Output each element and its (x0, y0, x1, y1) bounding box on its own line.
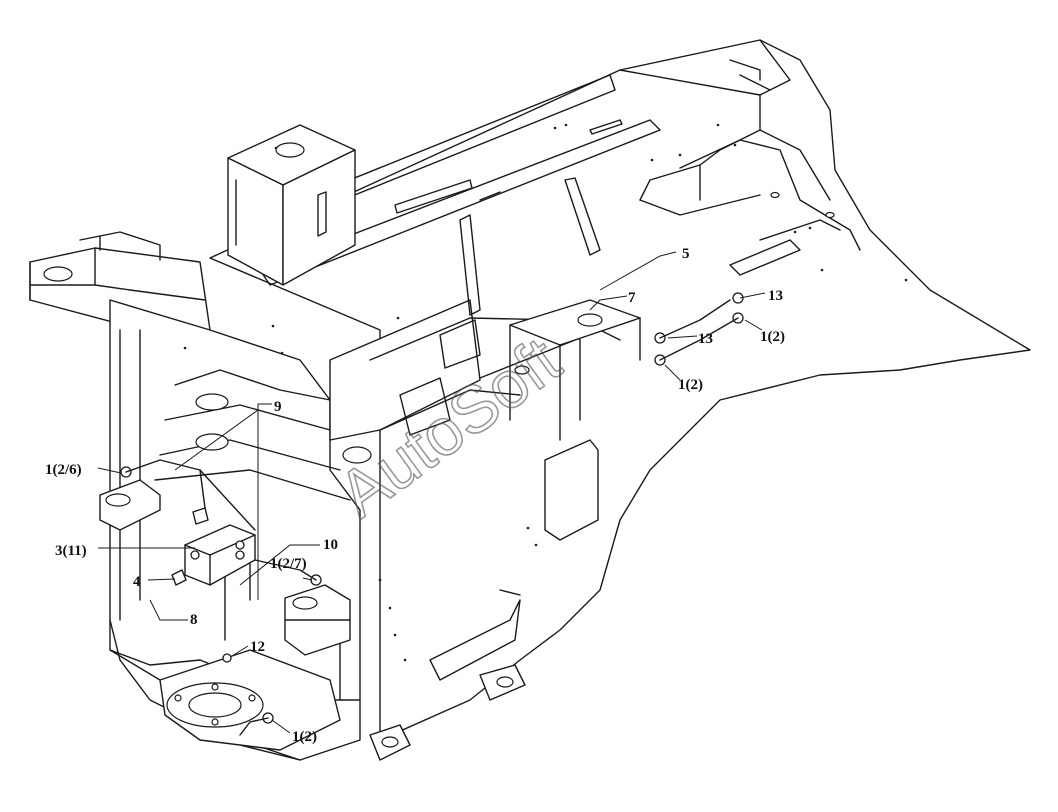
callout-1-2-7: 1(2/7) (270, 556, 307, 572)
callout-10: 10 (323, 537, 338, 553)
callout-1-2-6: 1(2/6) (45, 462, 82, 478)
callout-1-2-right: 1(2) (760, 329, 785, 345)
callout-9: 9 (274, 399, 282, 415)
callout-1-2-bottom: 1(2) (292, 729, 317, 745)
callout-4: 4 (133, 574, 141, 590)
tower-block (227, 124, 356, 286)
bottom-base-plate (159, 649, 526, 761)
callout-1-2-centre: 1(2) (678, 377, 703, 393)
callout-8: 8 (190, 612, 198, 628)
left-pivot-arms (99, 479, 351, 656)
callout-7: 7 (628, 290, 636, 306)
right-rear-plate (378, 299, 641, 681)
callout-5: 5 (682, 246, 690, 262)
callout-12: 12 (250, 639, 265, 655)
callout-13-lower: 13 (698, 331, 713, 347)
hydraulic-fittings (120, 292, 744, 736)
left-upper-arm (29, 231, 211, 333)
callout-13-upper: 13 (768, 288, 783, 304)
callout-labels: 5 7 13 13 1(2) 1(2) 9 1(2/6) 3(11) 4 10 … (45, 246, 785, 745)
callout-leaders (97, 251, 766, 734)
callout-3-11: 3(11) (55, 543, 87, 559)
